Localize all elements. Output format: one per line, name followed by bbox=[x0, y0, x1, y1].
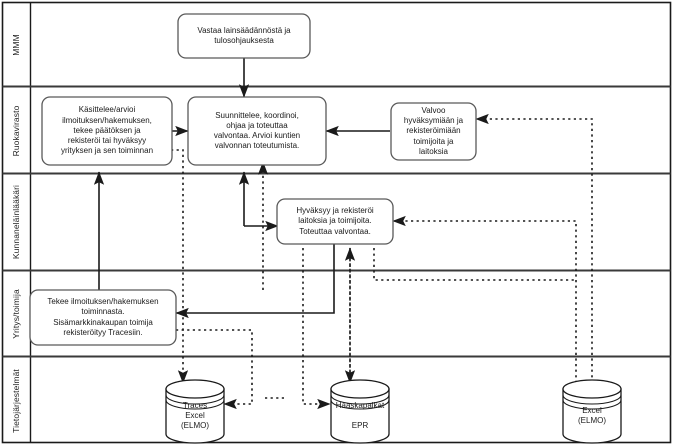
connector-elmo-valvoo bbox=[475, 113, 593, 383]
connector-tekee-traces bbox=[176, 329, 253, 410]
connector-hyvaksyy-lower-stub bbox=[302, 248, 331, 410]
connector-hyvaksyy-tekee bbox=[175, 244, 335, 319]
connector-kasittelee-traces bbox=[171, 149, 189, 384]
